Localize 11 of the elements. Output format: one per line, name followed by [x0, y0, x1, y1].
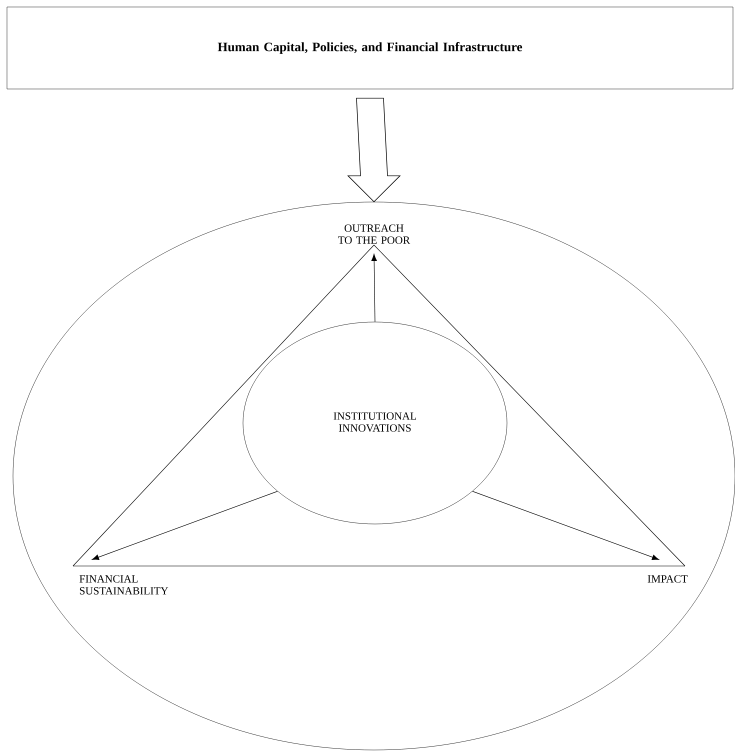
header-box: Human Capital, Policies, and Financial Infrastructure	[6, 6, 734, 90]
vertex-label: IMPACT	[648, 575, 688, 583]
vertex-label: OUTREACH TO THE POOR	[338, 224, 410, 244]
outer-ellipse	[12, 202, 735, 750]
arrow	[472, 491, 660, 560]
vertex-label: FINANCIAL SUSTAINABILITY	[80, 575, 168, 595]
triangle-side	[72, 244, 374, 566]
arrow	[92, 491, 278, 560]
arrow	[371, 254, 377, 322]
block-arrow	[347, 98, 401, 202]
triangle-side	[374, 244, 686, 566]
